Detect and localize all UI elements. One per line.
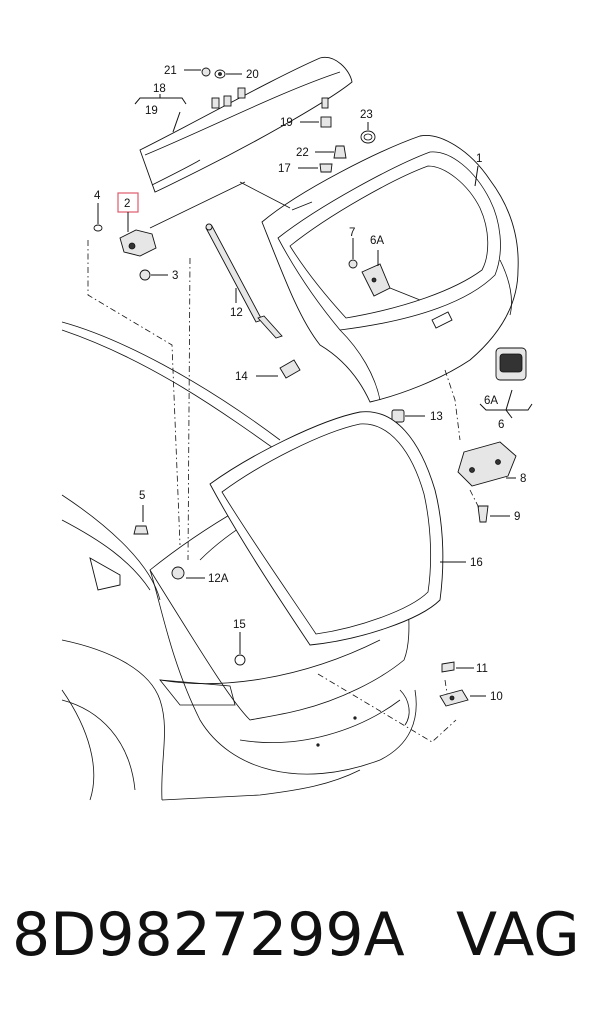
label-23: 23 [360, 109, 373, 121]
label-14: 14 [235, 371, 248, 383]
striker-10 [439, 689, 486, 707]
washer-20 [214, 69, 242, 79]
label-22: 22 [296, 147, 309, 159]
label-7: 7 [349, 227, 355, 239]
label-17: 17 [278, 163, 291, 175]
label-21: 21 [164, 65, 177, 77]
part-number: 8D9827299A [12, 900, 405, 970]
label-19b: 19 [280, 117, 293, 129]
exploded-parts-diagram: 21 20 18 19 19 23 22 17 1 4 2 7 6A 3 12 … [61, 56, 533, 801]
grommet-23 [360, 122, 376, 144]
cap-15 [234, 632, 246, 666]
weatherstrip-16 [209, 411, 466, 646]
washer-4 [93, 203, 103, 232]
buffer-22 [315, 145, 347, 159]
bolt-5 [133, 505, 149, 535]
label-8: 8 [520, 473, 526, 485]
bolt-21 [184, 67, 211, 77]
nut-3 [139, 269, 168, 281]
label-13: 13 [430, 411, 443, 423]
label-6a-top: 6A [370, 235, 384, 247]
label-11: 11 [476, 663, 488, 675]
footer: 8D9827299A VAG [0, 890, 600, 980]
label-6: 6 [498, 419, 504, 431]
spoiler-clips [211, 87, 329, 109]
car-body [61, 321, 417, 801]
clip-17 [298, 163, 333, 173]
label-20: 20 [246, 69, 259, 81]
label-9: 9 [514, 511, 520, 523]
label-15: 15 [233, 619, 246, 631]
label-3: 3 [172, 270, 178, 282]
label-6a-bottom: 6A [484, 395, 498, 407]
clip-19 [300, 116, 332, 128]
label-10: 10 [490, 691, 503, 703]
label-18: 18 [153, 83, 166, 95]
tailgate-lid [261, 135, 519, 403]
hinge-2-highlighted [117, 192, 157, 257]
label-2: 2 [124, 198, 130, 210]
nut-7 [348, 238, 358, 269]
label-4: 4 [94, 190, 101, 202]
lock-8 [457, 441, 517, 487]
callout-labels: 21 20 18 19 19 23 22 17 1 4 2 7 6A 3 12 … [94, 65, 526, 703]
label-16: 16 [470, 557, 483, 569]
label-1: 1 [476, 153, 482, 165]
screw-11 [441, 661, 474, 673]
buffer-14 [256, 359, 301, 379]
gas-strut-12 [205, 223, 283, 339]
screw-9 [477, 505, 510, 523]
label-19a: 19 [145, 105, 158, 117]
ball-stud-12a [171, 566, 205, 580]
label-12: 12 [230, 307, 243, 319]
label-5: 5 [139, 490, 145, 502]
brand-name: VAG [456, 900, 580, 970]
buffer-13 [391, 409, 425, 423]
label-12a: 12A [208, 573, 229, 585]
tailgate-handle-6 [495, 347, 527, 381]
